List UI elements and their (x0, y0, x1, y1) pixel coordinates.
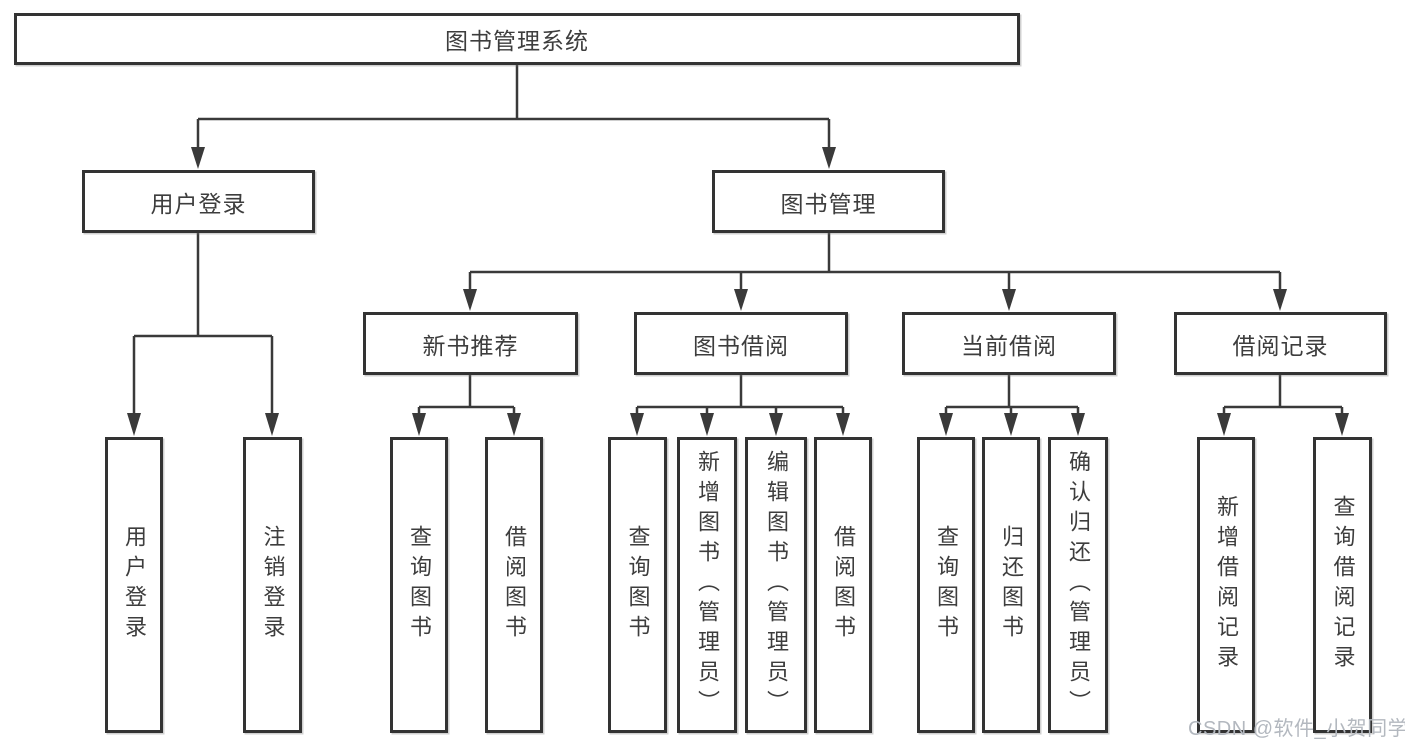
edge-borrowing-to-leaves (630, 375, 850, 436)
node-label: 图书管理 (780, 190, 877, 217)
node-user-login-action: 用户登录 (105, 437, 163, 733)
node-label: 用户登录 (122, 525, 147, 645)
node-return-books: 归还图书 (982, 437, 1040, 733)
edge-user-login-to-leaves (127, 233, 279, 436)
node-confirm-return-admin: 确认归还（管理员） (1048, 437, 1108, 733)
node-label: 查询借阅记录 (1330, 495, 1356, 675)
node-label: 编辑图书（管理员） (764, 450, 789, 720)
node-label: 新书推荐 (422, 332, 519, 359)
node-query-books-recommendation: 查询图书 (390, 437, 448, 733)
node-new-book-recommendation: 新书推荐 (363, 312, 578, 375)
node-book-borrowing: 图书借阅 (634, 312, 848, 375)
node-logout: 注销登录 (243, 437, 302, 733)
node-label: 借阅图书 (831, 525, 856, 645)
csdn-watermark: CSDN @软件_小贺同学 (1188, 718, 1405, 740)
node-add-books-admin: 新增图书（管理员） (677, 437, 737, 733)
node-label: 图书管理系统 (445, 28, 589, 54)
node-label: 查询图书 (934, 525, 959, 645)
edge-records-to-leaves (1217, 375, 1349, 436)
edge-root-to-level2 (191, 65, 836, 169)
node-query-borrow-record: 查询借阅记录 (1313, 437, 1372, 733)
node-book-management: 图书管理 (712, 170, 945, 233)
node-user-login: 用户登录 (82, 170, 315, 233)
node-label: 当前借阅 (961, 332, 1057, 359)
node-label: 确认归还（管理员） (1066, 450, 1091, 720)
edge-book-management-to-level3 (463, 233, 1287, 311)
node-borrow-books: 借阅图书 (814, 437, 872, 733)
node-label: 借阅记录 (1232, 332, 1329, 359)
node-borrow-books-recommendation: 借阅图书 (485, 437, 543, 733)
node-label: 新增借阅记录 (1214, 495, 1239, 675)
node-query-books-current: 查询图书 (917, 437, 975, 733)
node-current-borrowing: 当前借阅 (902, 312, 1116, 375)
edge-recommendation-to-leaves (412, 375, 521, 436)
node-label: 用户登录 (150, 190, 247, 217)
node-borrowing-records: 借阅记录 (1174, 312, 1387, 375)
node-label: 归还图书 (999, 525, 1024, 645)
node-label: 新增图书（管理员） (695, 450, 720, 720)
node-label: 查询图书 (625, 525, 651, 645)
edge-current-borrowing-to-leaves (939, 375, 1085, 436)
node-library-management-system: 图书管理系统 (14, 13, 1020, 65)
node-label: 注销登录 (260, 525, 286, 645)
node-add-borrow-record: 新增借阅记录 (1197, 437, 1255, 733)
node-query-books-borrowing: 查询图书 (608, 437, 667, 733)
node-label: 借阅图书 (502, 525, 527, 645)
node-label: 图书借阅 (693, 332, 789, 359)
node-label: 查询图书 (407, 525, 432, 645)
node-edit-books-admin: 编辑图书（管理员） (745, 437, 807, 733)
